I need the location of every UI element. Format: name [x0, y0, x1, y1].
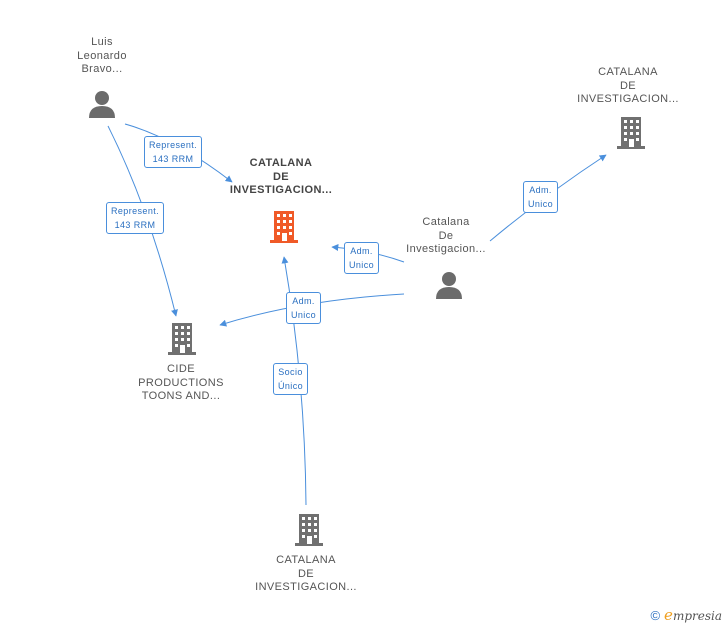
- edge-label-person-to-cide[interactable]: Adm. Unico: [286, 292, 322, 324]
- node-label-line: CATALANA: [249, 157, 313, 169]
- node-label-line: TOONS AND...: [141, 390, 221, 402]
- node-label-line: Investigacion...: [406, 243, 486, 255]
- node-label-line: DE: [297, 567, 315, 580]
- node-label-line: De: [438, 229, 454, 242]
- building-icon[interactable]: [615, 116, 647, 150]
- edge-label-line: Unico: [291, 310, 317, 320]
- person-icon[interactable]: [87, 89, 117, 119]
- node-label-line: DE: [272, 170, 290, 183]
- node-label-line: PRODUCTIONS: [138, 376, 224, 389]
- edge-label-line: 143 RRM: [152, 154, 194, 164]
- node-label-line: INVESTIGACION...: [577, 93, 679, 105]
- edge-label-luis-to-focus[interactable]: Represent. 143 RRM: [144, 136, 203, 168]
- node-label-line: DE: [619, 79, 637, 92]
- edge-label-line: Unico: [349, 260, 375, 270]
- node-label-catalana-focus[interactable]: CATALANA DE INVESTIGACION...: [211, 157, 351, 198]
- footer-brand: © empresia: [650, 606, 722, 624]
- empresia-logo: empresia: [664, 606, 722, 624]
- node-label-line: INVESTIGACION...: [255, 581, 357, 593]
- edge-label-line: Represent.: [111, 206, 160, 216]
- building-icon[interactable]: [293, 513, 325, 547]
- edge-label-line: Socio: [278, 367, 303, 377]
- edge-label-bottom-to-focus[interactable]: Socio Único: [273, 363, 309, 395]
- node-label-line: Leonardo: [77, 49, 127, 62]
- copyright-symbol: ©: [650, 607, 661, 623]
- node-label-line: Luis: [91, 36, 113, 48]
- person-icon[interactable]: [434, 270, 464, 300]
- building-icon[interactable]: [268, 210, 300, 244]
- logo-text: mpresia: [672, 609, 722, 623]
- edge-label-luis-to-cide[interactable]: Represent. 143 RRM: [106, 202, 165, 234]
- node-label-line: Catalana: [422, 216, 470, 228]
- edge-label-line: Adm.: [292, 296, 315, 306]
- edge-label-line: Unico: [528, 199, 554, 209]
- node-label-line: CATALANA: [598, 66, 658, 78]
- edge-label-person-to-topright[interactable]: Adm. Unico: [523, 181, 559, 213]
- node-label-catalana-topright[interactable]: CATALANA DE INVESTIGACION...: [568, 66, 688, 107]
- node-label-catalana-bottom[interactable]: CATALANA DE INVESTIGACION...: [246, 554, 366, 595]
- node-label-line: INVESTIGACION...: [229, 184, 333, 196]
- edge-label-person-to-focus[interactable]: Adm. Unico: [344, 242, 380, 274]
- building-icon[interactable]: [166, 322, 198, 356]
- edge-label-line: Único: [278, 381, 304, 391]
- edge-label-line: 143 RRM: [114, 220, 156, 230]
- node-label-luis[interactable]: Luis Leonardo Bravo...: [62, 36, 142, 77]
- node-label-line: Bravo...: [81, 63, 123, 75]
- node-label-line: CATALANA: [276, 554, 336, 566]
- edge-label-line: Represent.: [149, 140, 198, 150]
- edge-label-line: Adm.: [529, 185, 552, 195]
- node-label-line: CIDE: [167, 363, 195, 375]
- edge-label-line: Adm.: [350, 246, 373, 256]
- node-label-cide[interactable]: CIDE PRODUCTIONS TOONS AND...: [126, 363, 236, 404]
- node-label-catalana-person[interactable]: Catalana De Investigacion...: [391, 216, 501, 257]
- logo-initial: e: [664, 606, 673, 624]
